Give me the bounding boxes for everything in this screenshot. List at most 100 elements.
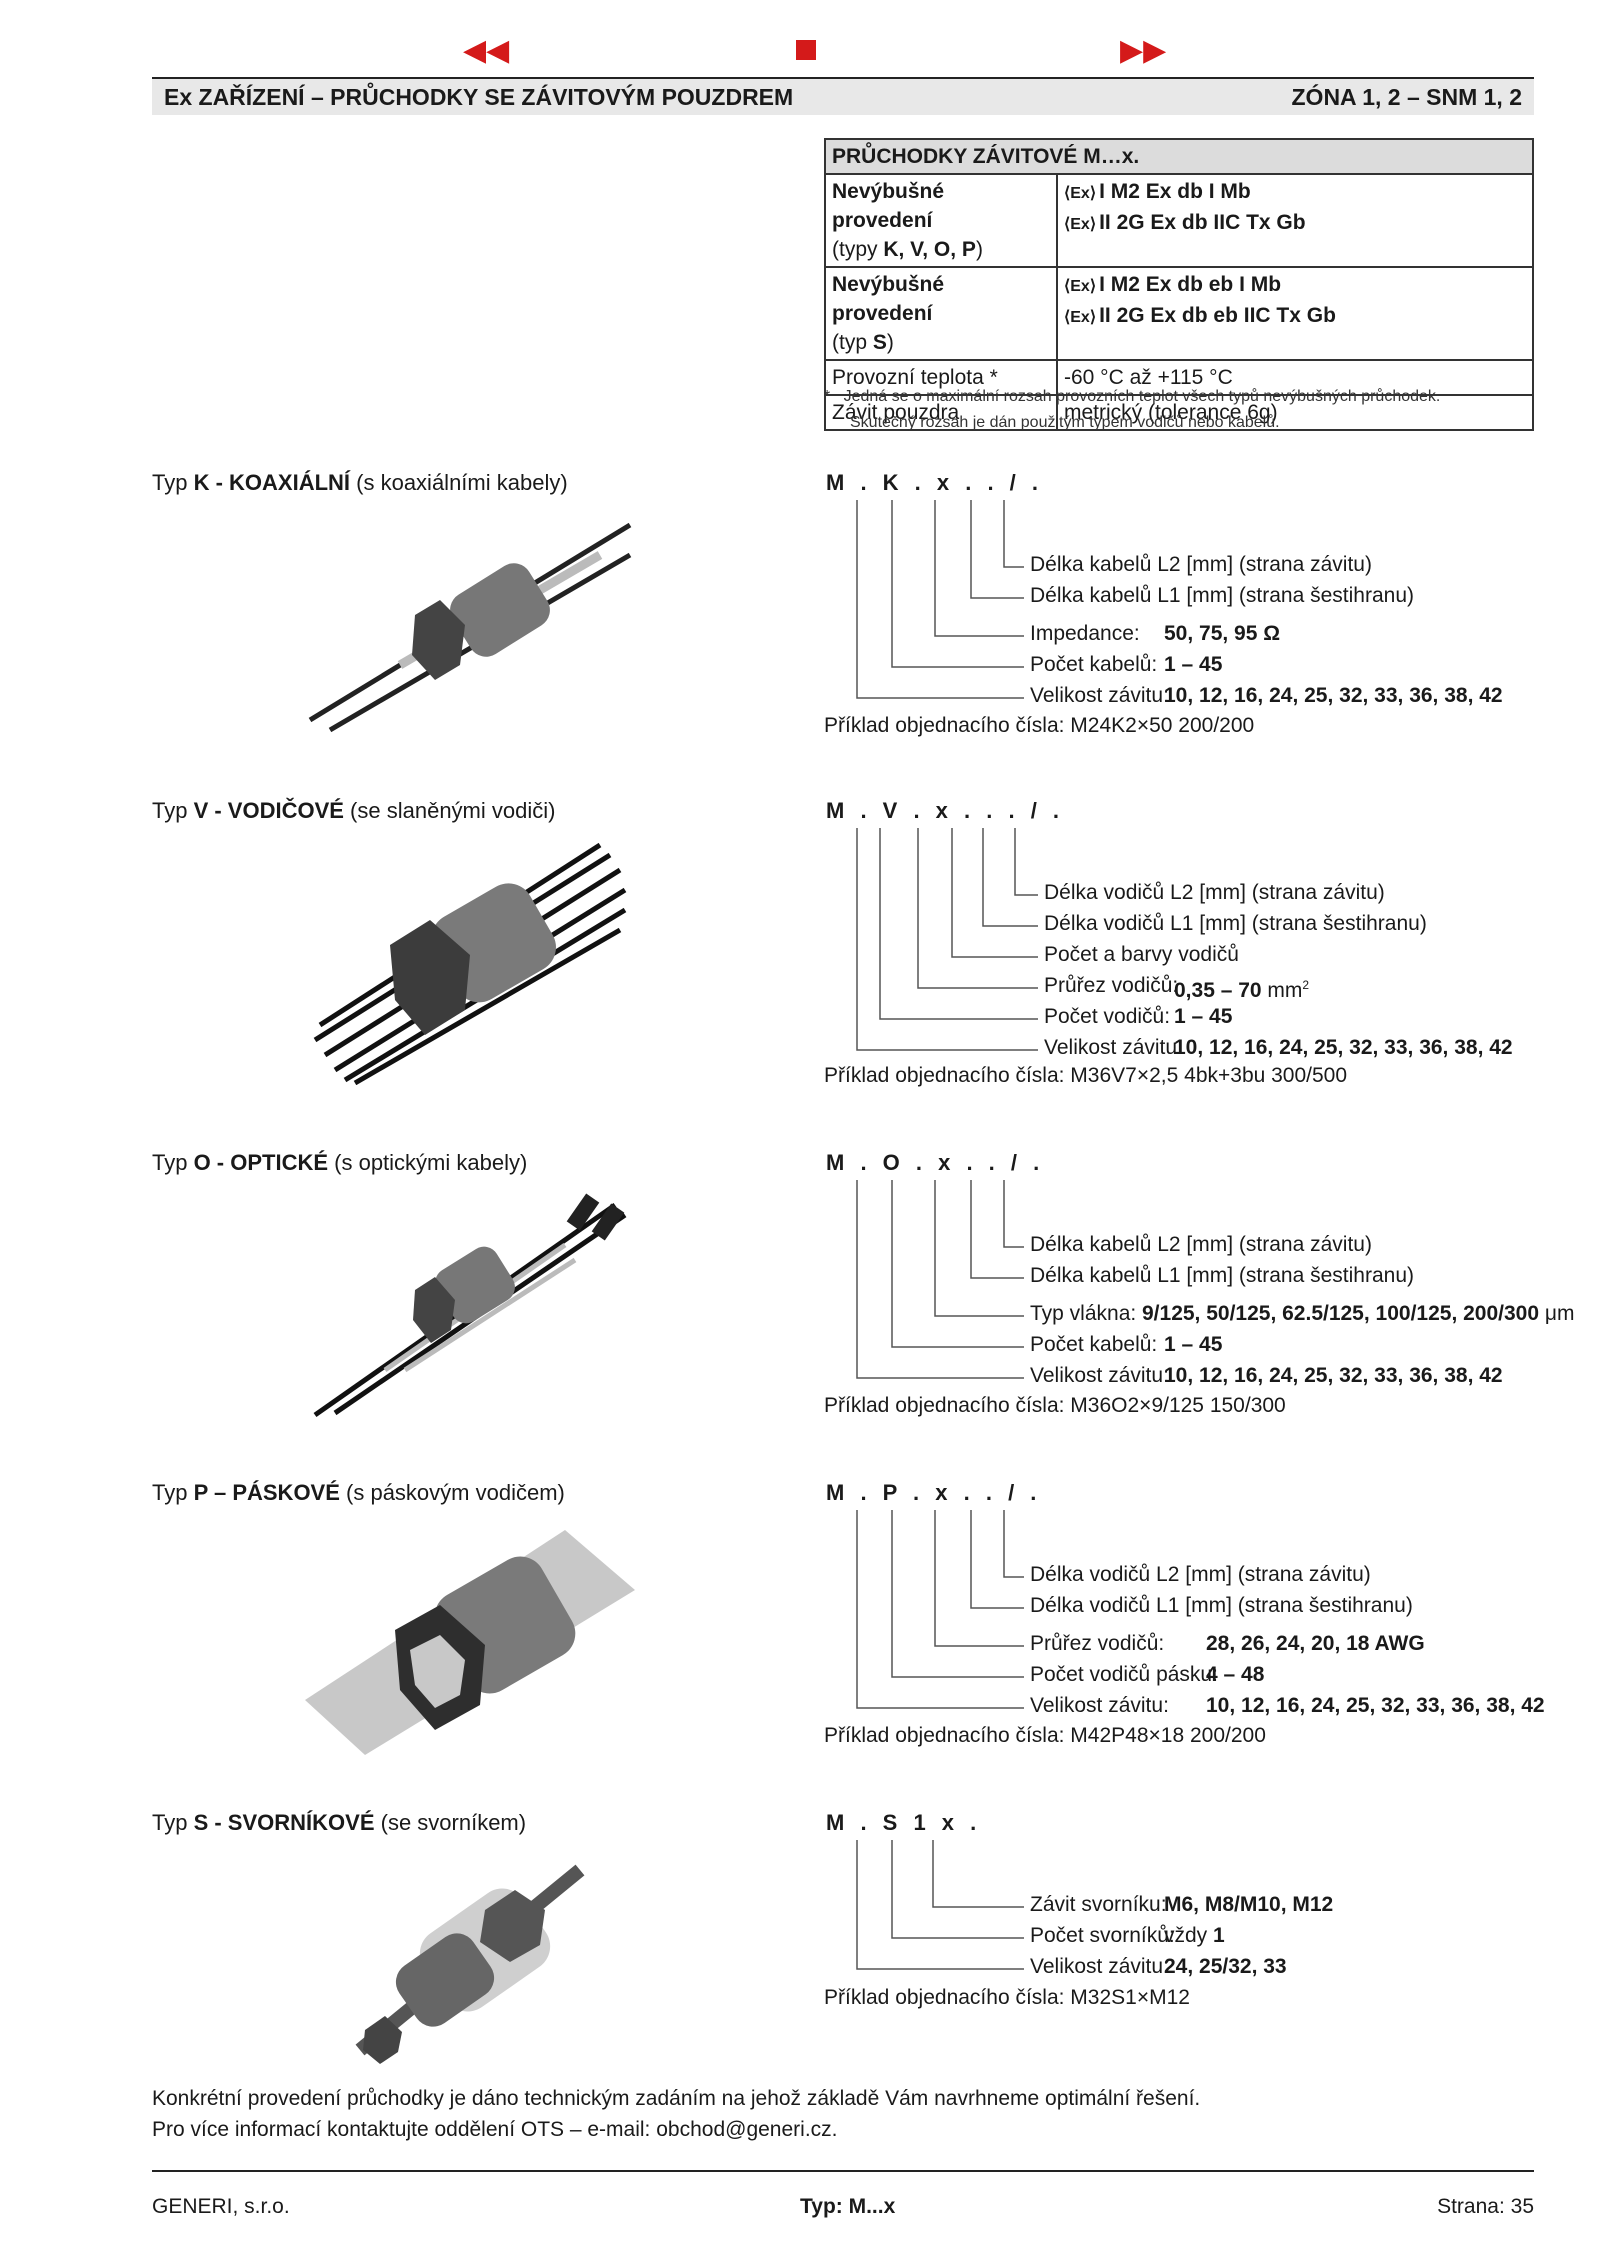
guide-line [934, 1510, 1024, 1647]
guide-line [932, 1840, 1024, 1908]
code-field-label: Impedance: [1030, 622, 1140, 645]
ex-mark-icon: ⟨Ex⟩ [1064, 309, 1097, 326]
ex-mark-icon: ⟨Ex⟩ [1064, 185, 1097, 202]
prev-page-icon[interactable]: ◀◀ [463, 34, 510, 67]
zone-label: ZÓNA 1, 2 – SNM 1, 2 [1291, 84, 1523, 110]
order-example: Příklad objednacího čísla: M36O2×9/125 1… [824, 1394, 1286, 1417]
guide-line [917, 828, 1038, 989]
guide-line [856, 500, 1024, 699]
optical-bushing-image [313, 1193, 627, 1418]
guide-line [891, 1510, 1024, 1678]
section-title: Ex ZAŘÍZENÍ – PRŮCHODKY SE ZÁVITOVÝM POU… [164, 84, 794, 110]
section-header: Ex ZAŘÍZENÍ – PRŮCHODKY SE ZÁVITOVÝM POU… [152, 77, 1534, 115]
code-field-label: Počet svorníků: [1030, 1924, 1175, 1947]
type-label: Typ V - VODIČOVÉ (se slaněnými vodiči) [152, 798, 556, 823]
order-example: Příklad objednacího čísla: M42P48×18 200… [824, 1724, 1266, 1747]
code-field-label: Závit svorníku: [1030, 1893, 1167, 1916]
guide-line [891, 1180, 1024, 1348]
code-field-value: 9/125, 50/125, 62.5/125, 100/125, 200/30… [1142, 1302, 1575, 1325]
code-field-label: Velikost závitu: [1030, 1364, 1169, 1387]
code-field-label: Délka vodičů L1 [mm] (strana šestihranu) [1044, 912, 1427, 935]
code-field-value: 50, 75, 95 Ω [1164, 622, 1281, 645]
ex-mark-icon: ⟨Ex⟩ [1064, 216, 1097, 233]
spec-table-title: PRŮCHODKY ZÁVITOVÉ M…x. [824, 138, 1534, 175]
footer-divider [152, 2170, 1534, 2172]
code-field-value: 28, 26, 24, 20, 18 AWG [1206, 1632, 1425, 1655]
code-field-value: 1 – 45 [1164, 653, 1223, 676]
guide-line [856, 1840, 1024, 1970]
guide-line [879, 828, 1038, 1020]
code-field-value: vždy 1 [1164, 1924, 1225, 1947]
guide-line [1003, 500, 1024, 568]
order-example: Příklad objednacího čísla: M24K2×50 200/… [824, 714, 1255, 737]
order-example: Příklad objednacího čísla: M36V7×2,5 4bk… [824, 1064, 1348, 1087]
guide-line [891, 500, 1024, 668]
guide-line [1014, 828, 1038, 896]
order-code-pattern: M . O . x . . / . [826, 1150, 1042, 1175]
table-footnote: * Jedná se o maximální rozsah provozních… [824, 388, 1441, 431]
code-field-value: M6, M8/M10, M12 [1164, 1893, 1334, 1916]
guide-line [934, 500, 1024, 637]
guide-line [1003, 1510, 1024, 1578]
table-row: Nevýbušné provedení(typy K, V, O, P) ⟨Ex… [824, 173, 1534, 268]
code-field-value: 1 – 45 [1174, 1005, 1233, 1028]
code-field-value: 4 – 48 [1206, 1663, 1265, 1686]
code-field-value: 24, 25/32, 33 [1164, 1955, 1287, 1978]
guide-line [856, 828, 1038, 1051]
guide-line [856, 1180, 1024, 1379]
order-code-pattern: M . S 1 x . [826, 1810, 979, 1835]
guide-line [970, 1510, 1024, 1609]
code-field-label: Počet kabelů: [1030, 653, 1158, 676]
code-field-label: Velikost závitu: [1030, 1955, 1169, 1978]
code-field-value: 10, 12, 16, 24, 25, 32, 33, 36, 38, 42 [1206, 1694, 1545, 1717]
code-field-label: Délka kabelů L1 [mm] (strana šestihranu) [1030, 1264, 1414, 1287]
code-field-value: 10, 12, 16, 24, 25, 32, 33, 36, 38, 42 [1174, 1036, 1513, 1059]
code-field-label: Délka vodičů L2 [mm] (strana závitu) [1030, 1563, 1371, 1586]
code-field-label: Délka kabelů L1 [mm] (strana šestihranu) [1030, 584, 1414, 607]
type-label: Typ P – PÁSKOVÉ (s páskovým vodičem) [152, 1480, 565, 1505]
code-field-label: Velikost závitu: [1044, 1036, 1183, 1059]
code-field-label: Délka kabelů L2 [mm] (strana závitu) [1030, 553, 1372, 576]
guide-line [934, 1180, 1024, 1317]
code-field-label: Velikost závitu: [1030, 684, 1169, 707]
guide-line [856, 1510, 1024, 1709]
next-page-icon[interactable]: ▶▶ [1120, 34, 1167, 67]
order-code-pattern: M . V . x . . . / . [826, 798, 1062, 823]
code-field-value: 1 – 45 [1164, 1333, 1223, 1356]
order-example: Příklad objednacího čísla: M32S1×M12 [824, 1986, 1190, 2009]
code-field-label: Počet vodičů: [1044, 1005, 1171, 1028]
table-row: Provozní teplota *-60 °C až +115 °C [824, 359, 1534, 396]
code-field-label: Délka vodičů L2 [mm] (strana závitu) [1044, 881, 1385, 904]
footer-type: Typ: M...x [800, 2195, 896, 2218]
order-code-pattern: M . K . x . . / . [826, 470, 1041, 495]
type-label: Typ S - SVORNÍKOVÉ (se svorníkem) [152, 1810, 527, 1835]
guide-line [970, 500, 1024, 599]
guide-line [1003, 1180, 1024, 1248]
guide-line [951, 828, 1038, 958]
code-field-label: Počet vodičů pásku: [1030, 1663, 1218, 1686]
code-field-label: Délka kabelů L2 [mm] (strana závitu) [1030, 1233, 1372, 1256]
code-field-label: Počet kabelů: [1030, 1333, 1158, 1356]
stud-bushing-image [355, 1864, 585, 2064]
company-name: GENERI, s.r.o. [152, 2195, 290, 2218]
code-field-label: Typ vlákna: [1030, 1302, 1137, 1325]
stop-icon[interactable] [796, 40, 816, 60]
guide-line [982, 828, 1038, 927]
code-field-value: 10, 12, 16, 24, 25, 32, 33, 36, 38, 42 [1164, 1364, 1503, 1387]
type-label: Typ O - OPTICKÉ (s optickými kabely) [152, 1150, 528, 1175]
spec-table: PRŮCHODKY ZÁVITOVÉ M…x. Nevýbušné proved… [824, 138, 1534, 431]
code-field-label: Počet a barvy vodičů [1044, 943, 1239, 966]
ex-mark-icon: ⟨Ex⟩ [1064, 278, 1097, 295]
code-field-label: Průřez vodičů: [1044, 974, 1179, 997]
page-number: Strana: 35 [1437, 2195, 1534, 2218]
order-code-pattern: M . P . x . . / . [826, 1480, 1039, 1505]
code-field-label: Velikost závitu: [1030, 1694, 1169, 1717]
code-field-label: Délka vodičů L1 [mm] (strana šestihranu) [1030, 1594, 1413, 1617]
coaxial-bushing-image [308, 522, 632, 733]
guide-line [970, 1180, 1024, 1279]
ribbon-bushing-image [305, 1530, 635, 1755]
table-row: Nevýbušné provedení(typ S) ⟨Ex⟩I M2 Ex d… [824, 266, 1534, 361]
code-field-label: Průřez vodičů: [1030, 1632, 1165, 1655]
